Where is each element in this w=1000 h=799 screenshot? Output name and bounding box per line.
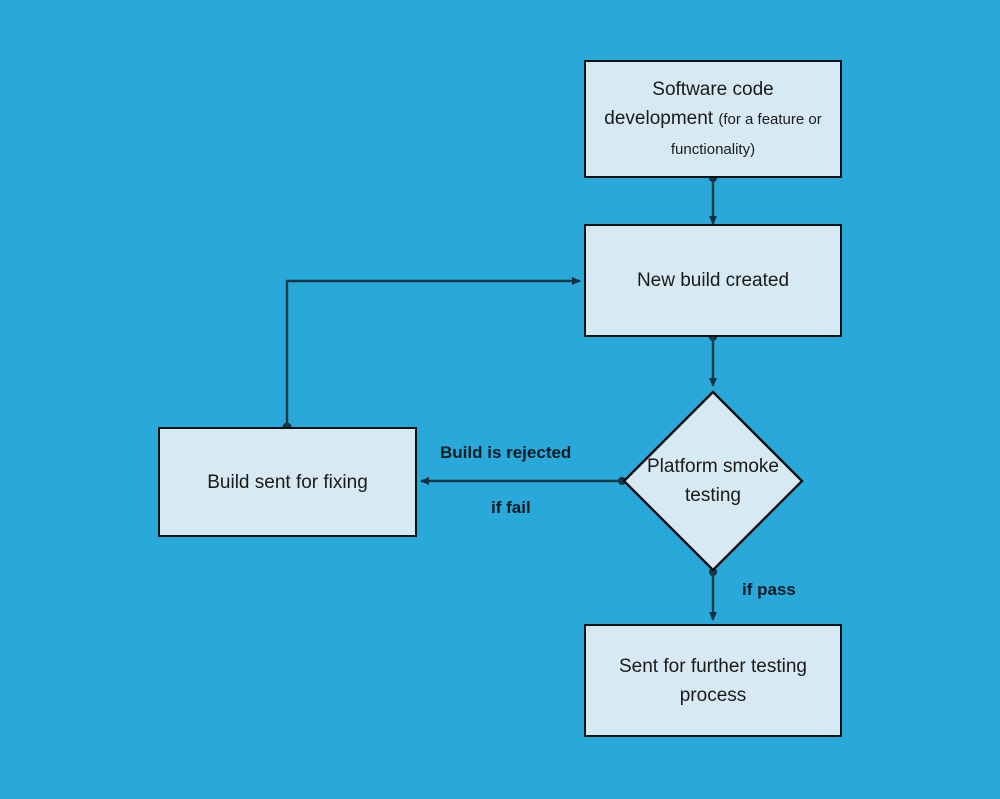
node-code-development-main: Software code development bbox=[604, 78, 774, 129]
edge-label-if-pass: if pass bbox=[742, 580, 796, 599]
edge-build-to-smoke-testing bbox=[709, 333, 717, 387]
node-build-sent-for-fixing[interactable]: Build sent for fixing bbox=[158, 427, 417, 537]
edge-label-build-is-rejected: Build is rejected bbox=[440, 443, 572, 462]
diamond-shape bbox=[622, 390, 804, 572]
node-new-build-created[interactable]: New build created bbox=[584, 224, 842, 337]
edge-fixing-to-new-build bbox=[282, 277, 581, 432]
edge-development-to-build bbox=[709, 174, 717, 225]
node-code-development[interactable]: Software code development (for a feature… bbox=[584, 60, 842, 178]
node-new-build-created-label: New build created bbox=[636, 270, 790, 291]
node-platform-smoke-testing-label: Platform smoke testing bbox=[647, 456, 779, 506]
edge-smoke-testing-to-further-testing bbox=[709, 568, 717, 621]
edge-smoke-testing-to-fixing bbox=[420, 477, 626, 485]
node-sent-for-further-testing-label: Sent for further testing process bbox=[619, 655, 807, 706]
node-code-development-text: Software code development (for a feature… bbox=[596, 75, 830, 164]
node-code-development-sub: (for a feature or functionality) bbox=[670, 110, 822, 158]
node-platform-smoke-testing[interactable]: Platform smoke testing bbox=[622, 390, 804, 572]
edge-label-if-fail: if fail bbox=[491, 498, 531, 517]
node-sent-for-further-testing[interactable]: Sent for further testing process bbox=[584, 624, 842, 737]
node-build-sent-for-fixing-label: Build sent for fixing bbox=[207, 471, 368, 493]
node-platform-smoke-testing-label-wrap: Platform smoke testing bbox=[622, 390, 804, 572]
